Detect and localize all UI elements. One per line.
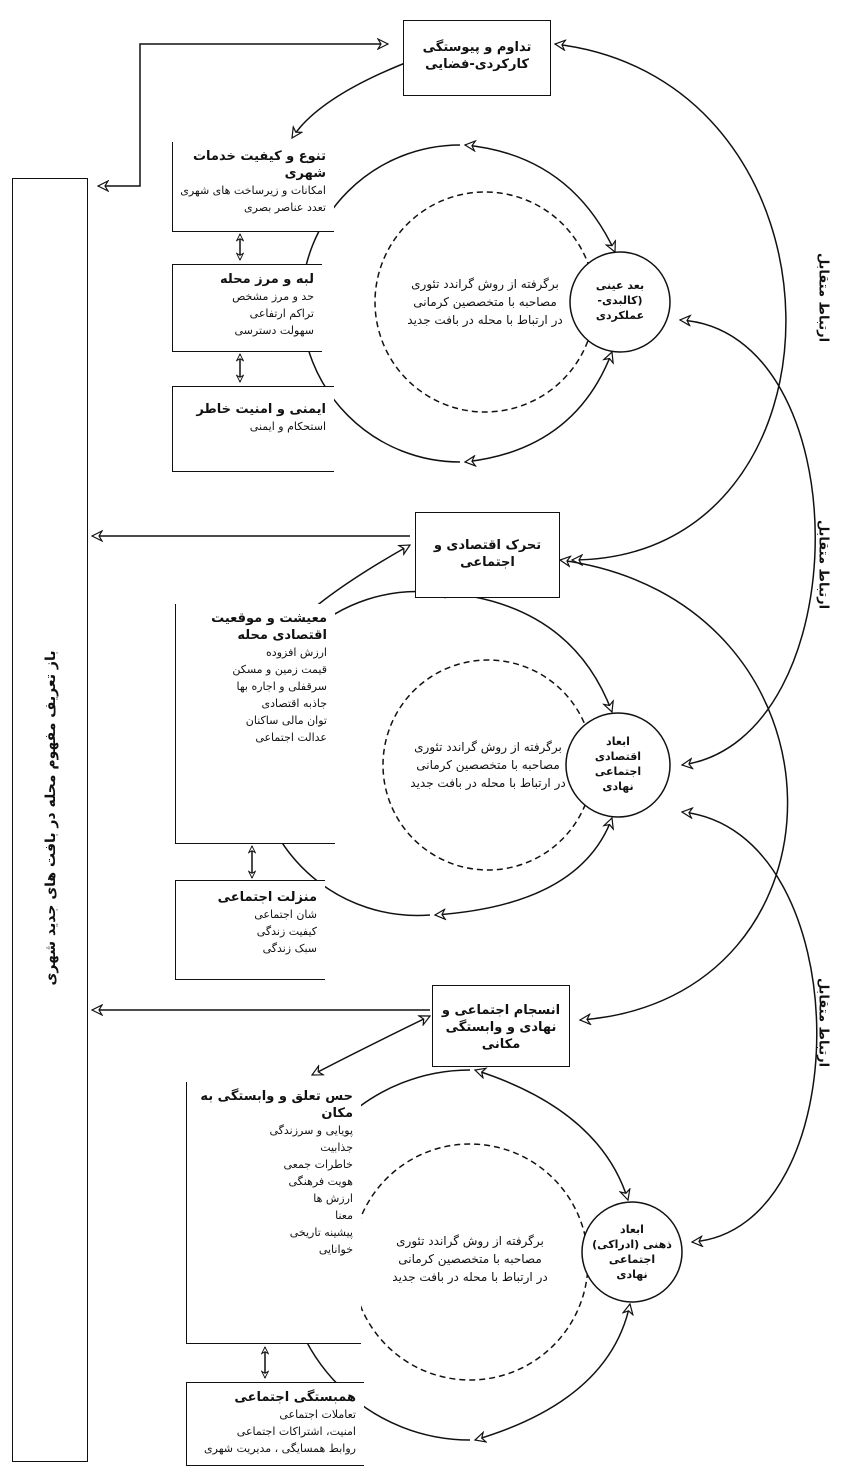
concept-label-3: انسجام اجتماعی و نهادی و وابستگی مکانی [441,1003,561,1052]
category-item: سرقفلی و اجاره بها [236,680,328,693]
outcome-box: باز تعریف مفهوم محله در بافت های جدید شه… [12,178,88,1462]
category-item: تعاملات اجتماعی [279,1408,356,1421]
category-item: توان مالی ساکنان [245,714,327,727]
arrow-concept-to-cat-3 [312,1016,430,1076]
category-title: ایمنی و امنیت خاطر [196,402,326,417]
relation-arc-small2-small3 [682,812,818,1242]
category-item: امنیت، اشتراکات اجتماعی [236,1425,356,1438]
relation-label-2: ارتباط متقابل [815,519,831,610]
category-item: ارزش ها [313,1192,353,1205]
category-item: هویت فرهنگی [288,1175,353,1188]
category-item: جذابیت [320,1141,353,1154]
category-item: معنا [335,1209,353,1222]
arrow-big-to-small-2-bottom [435,818,612,915]
category-item: روابط همسایگی ، مدیریت شهری [204,1442,356,1455]
arrow-concept-to-cat-1 [292,58,418,138]
category-box-1: تنوع و کیفیت خدمات شهری امکانات و زیرساخ… [172,142,334,232]
arrow-big-to-small-3-bottom [475,1304,630,1440]
category-item: امکانات و زیرساخت های شهری [180,184,326,197]
category-box-2: لبه و مرز محله حد و مرز مشخص تراکم ارتفا… [172,264,322,352]
relation-label-1: ارتباط متقابل [815,252,831,343]
concept-box-2: تحرک اقتصادی و اجتماعی [415,512,560,598]
relation-arcs [555,44,818,1242]
category-box-6: حس تعلق و وابستگی به مکان پویایی و سرزند… [186,1082,361,1344]
section-2-graphics [92,536,671,916]
category-box-7: همبستگی اجتماعی تعاملات اجتماعی امنیت، ا… [186,1382,364,1466]
section-3-graphics [92,1010,683,1440]
category-item: استحکام و ایمنی [249,420,326,433]
category-item: سهولت دسترسی [234,324,314,337]
category-item: تراکم ارتفاعی [249,307,314,320]
outcome-label: باز تعریف مفهوم محله در بافت های جدید شه… [43,650,59,986]
arrow-concept-to-outcome-1 [98,44,388,186]
category-item: خاطرات جمعی [283,1158,353,1171]
category-item: تعدد عناصر بصری [244,201,326,214]
arrow-big-to-small-2-top [435,592,612,712]
category-box-4: معیشت و موقعیت اقتصادی محله ارزش افزوده … [175,604,335,844]
arrow-big-to-small-1-bottom [465,352,612,462]
category-title: منزلت اجتماعی [217,890,317,905]
category-title: تنوع و کیفیت خدمات شهری [192,149,326,181]
concept-label-2: تحرک اقتصادی و اجتماعی [433,538,542,570]
category-item: پویایی و سرزندگی [269,1124,353,1137]
category-title: معیشت و موقعیت اقتصادی محله [211,611,327,643]
category-item: خوانایی [318,1243,353,1256]
concept-box-1: تداوم و پیوستگی کارکردی-فضایی [403,20,551,96]
concept-label-1: تداوم و پیوستگی کارکردی-فضایی [422,40,532,72]
category-item: حد و مرز مشخص [232,290,314,303]
relation-label-3: ارتباط متقابل [815,977,831,1068]
small-circle-3 [581,1201,683,1303]
category-title: حس تعلق و وابستگی به مکان [200,1089,353,1121]
category-item: عدالت اجتماعی [255,731,327,744]
category-title: همبستگی اجتماعی [234,1390,356,1405]
category-item: شان اجتماعی [254,908,317,921]
dimension-label-1: بعد عینی(کالبدی-عملکردی [595,279,645,322]
category-box-5: منزلت اجتماعی شان اجتماعی کیفیت زندگی سب… [175,880,325,980]
category-item: پیشینه تاریخی [289,1226,353,1239]
category-item: سبک زندگی [262,942,317,955]
arrow-big-to-small-1-top [465,145,615,252]
relation-arc-small1-small2 [680,320,816,765]
category-item: جاذبه اقتصادی [261,697,327,710]
category-item: قیمت زمین و مسکن [232,663,327,676]
category-title: لبه و مرز محله [220,272,314,287]
category-item: ارزش افزوده [266,646,327,659]
concept-box-3: انسجام اجتماعی و نهادی و وابستگی مکانی [432,985,570,1067]
category-box-3: ایمنی و امنیت خاطر استحکام و ایمنی [172,386,334,472]
category-item: کیفیت زندگی [256,925,317,938]
arrow-big-to-small-3-top [475,1070,628,1200]
